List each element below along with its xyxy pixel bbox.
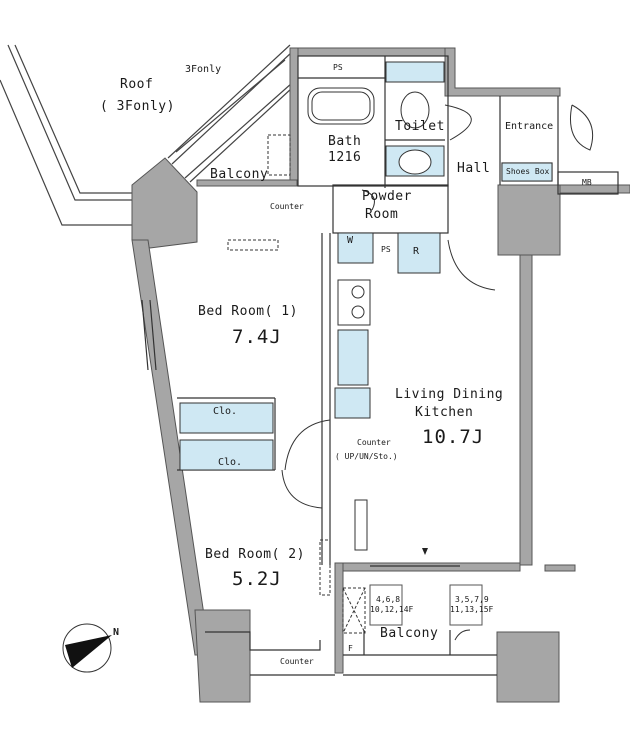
hatch2-floors-1: 3,5,7,9	[455, 595, 489, 604]
powder-room-label-1: Powder	[362, 189, 412, 204]
ldk-label-2: Kitchen	[415, 405, 474, 420]
hatch1-floors-2: 10,12,14F	[370, 605, 414, 614]
hatch2-floors-2: 11,13,15F	[450, 605, 494, 614]
bedroom1-label: Bed Room( 1)	[198, 304, 298, 319]
roof-label: Roof	[120, 77, 154, 92]
mb-label: MB	[582, 178, 592, 187]
hatch1-floors-1: 4,6,8	[376, 595, 401, 604]
ldk-area: 10.7J	[422, 426, 485, 448]
three-f-only-label: 3Fonly	[185, 64, 222, 75]
counter-kitchen-label: Counter	[357, 438, 391, 447]
shoes-box-label: Shoes Box	[506, 167, 550, 176]
compass-icon	[62, 623, 112, 673]
counter-bottom-label: Counter	[280, 657, 314, 666]
bath-label: Bath	[328, 134, 362, 149]
powder-room-label-2: Room	[365, 207, 399, 222]
roof-note: ( 3Fonly)	[100, 99, 175, 114]
balcony-top-label: Balcony	[210, 167, 269, 182]
ps-mid-label: PS	[381, 245, 391, 254]
balcony-bottom-label: Balcony	[380, 626, 439, 641]
counter-top-label: Counter	[270, 202, 304, 211]
hall-label: Hall	[457, 161, 491, 176]
entrance-label: Entrance	[505, 121, 554, 132]
bedroom1-area: 7.4J	[232, 326, 282, 348]
toilet-label: Toilet	[395, 119, 445, 134]
f-mark-label: F	[348, 644, 353, 653]
bedroom2-label: Bed Room( 2)	[205, 547, 305, 562]
counter-kitchen-note: ( UP/UN/Sto.)	[335, 452, 398, 461]
ldk-label-1: Living Dining	[395, 387, 504, 402]
refrigerator-label: R	[413, 246, 420, 257]
closet2-label: Clo.	[218, 457, 243, 468]
bath-size-label: 1216	[328, 150, 362, 165]
closet1-label: Clo.	[213, 406, 238, 417]
bedroom2-area: 5.2J	[232, 568, 282, 590]
ps-top-label: PS	[333, 63, 343, 72]
washer-label: W	[347, 235, 354, 246]
compass-north-label: N	[113, 627, 120, 638]
